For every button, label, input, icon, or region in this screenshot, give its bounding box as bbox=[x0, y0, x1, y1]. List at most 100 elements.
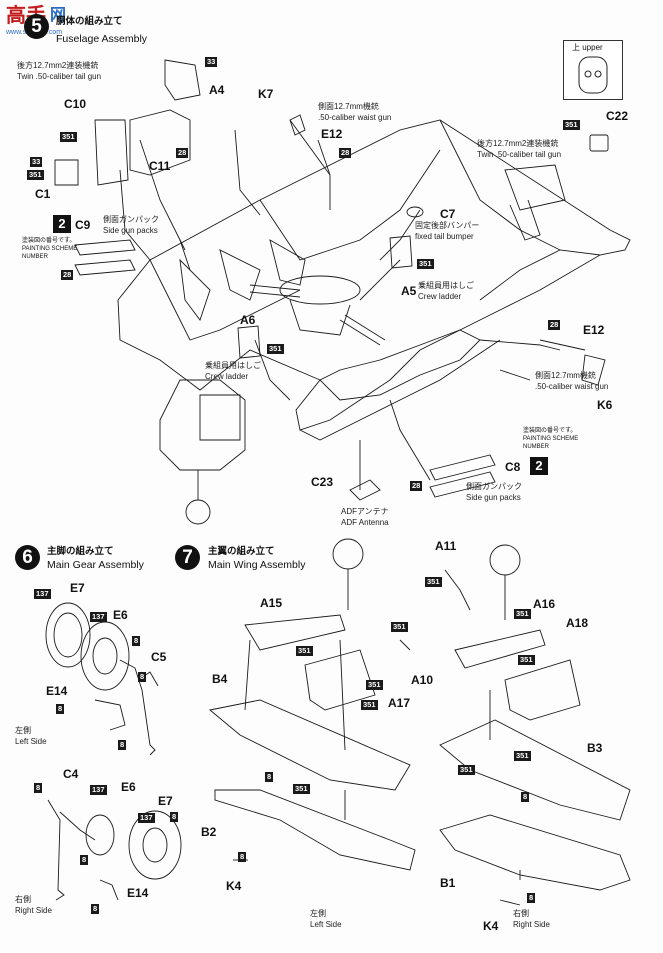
right-side-en-6: Right Side bbox=[15, 906, 52, 915]
code-137-c: 137 bbox=[90, 785, 107, 795]
scheme-note-right-en2: NUMBER bbox=[523, 444, 550, 450]
step-5-title-en: Fuselage Assembly bbox=[56, 33, 148, 45]
tail-bumper-label-jp: 固定後部バンパー bbox=[415, 221, 480, 230]
step-7-number-badge: 7 bbox=[175, 545, 200, 570]
code-8-l: 8 bbox=[527, 893, 536, 903]
part-a15: A15 bbox=[260, 596, 283, 610]
code-351-a: 351 bbox=[60, 132, 77, 142]
painting-scheme-badge-right: 2 bbox=[530, 457, 548, 475]
code-33-b: 33 bbox=[30, 157, 43, 167]
part-b3: B3 bbox=[587, 741, 603, 755]
waist-gun-right-jp: 側面12.7mm機銃 bbox=[535, 371, 596, 380]
code-351-l: 351 bbox=[361, 700, 378, 710]
code-351-d: 351 bbox=[417, 259, 434, 269]
code-8-b: 8 bbox=[138, 672, 147, 682]
watermark-brand: 网 bbox=[50, 7, 67, 24]
code-8-e: 8 bbox=[34, 783, 43, 793]
part-e6-right: E6 bbox=[121, 780, 136, 794]
painting-scheme-badge-left: 2 bbox=[53, 215, 71, 233]
code-351-i: 351 bbox=[296, 646, 313, 656]
code-351-c: 351 bbox=[563, 120, 580, 130]
part-c11: C11 bbox=[149, 159, 171, 173]
code-8-k: 8 bbox=[238, 852, 247, 862]
right-side-en-7: Right Side bbox=[513, 920, 550, 929]
part-b1: B1 bbox=[440, 876, 456, 890]
code-351-n: 351 bbox=[458, 765, 475, 775]
waist-gun-right-en: .50-caliber waist gun bbox=[535, 382, 609, 391]
scheme-note-left-en2: NUMBER bbox=[22, 254, 49, 260]
side-packs-right-en: Side gun packs bbox=[466, 493, 521, 502]
code-28-a: 28 bbox=[176, 148, 189, 158]
code-8-g: 8 bbox=[80, 855, 89, 865]
part-c5: C5 bbox=[151, 650, 167, 664]
part-c23: C23 bbox=[311, 475, 334, 489]
code-351-g: 351 bbox=[514, 609, 531, 619]
tail-gun-right-label-jp: 後方12.7mm2連装機銃 bbox=[477, 139, 559, 148]
left-side-jp-7: 左側 bbox=[310, 909, 326, 918]
tail-gun-label-en: Twin .50-caliber tail gun bbox=[17, 72, 102, 81]
upper-part-icon bbox=[578, 56, 608, 94]
part-e7-right: E7 bbox=[158, 794, 173, 808]
code-351-e: 351 bbox=[267, 344, 284, 354]
scheme-note-left-jp: 塗装図の番号です。 bbox=[22, 238, 76, 244]
step-5-title-jp: 胴体の組み立て bbox=[56, 16, 123, 27]
left-side-en-7: Left Side bbox=[310, 920, 342, 929]
code-137-a: 137 bbox=[34, 589, 51, 599]
side-packs-right-jp: 側面ガンパック bbox=[466, 482, 522, 491]
code-8-j: 8 bbox=[521, 792, 530, 802]
upper-label: 上 upper bbox=[572, 43, 603, 52]
crew-ladder-left-jp: 乗組員用はしご bbox=[205, 361, 261, 370]
tail-gun-right-label-en: Twin .50-caliber tail gun bbox=[477, 150, 562, 159]
part-b4: B4 bbox=[212, 672, 228, 686]
part-c10: C10 bbox=[64, 97, 87, 111]
part-e14-right: E14 bbox=[127, 886, 149, 900]
side-packs-left-jp: 側面ガンパック bbox=[103, 215, 159, 224]
step-7-title-jp: 主翼の組み立て bbox=[208, 546, 275, 557]
part-e7-left: E7 bbox=[70, 581, 85, 595]
code-28-c: 28 bbox=[61, 270, 74, 280]
part-c9: C9 bbox=[75, 218, 91, 232]
step-5-number-badge: 5 bbox=[24, 14, 49, 39]
code-137-d: 137 bbox=[138, 813, 155, 823]
crew-ladder-right-jp: 乗組員用はしご bbox=[418, 281, 474, 290]
part-a4: A4 bbox=[209, 83, 225, 97]
part-a17: A17 bbox=[388, 696, 411, 710]
code-351-h: 351 bbox=[391, 622, 408, 632]
waist-gun-label-jp: 側面12.7mm機銃 bbox=[318, 102, 379, 111]
adf-label-en: ADF Antenna bbox=[341, 518, 389, 527]
part-b2: B2 bbox=[201, 825, 217, 839]
crew-ladder-right-en: Crew ladder bbox=[418, 292, 462, 301]
upper-detail-box: 上 upper bbox=[563, 40, 623, 100]
part-k4-left: K4 bbox=[226, 879, 242, 893]
scheme-note-right-en1: PAINTING SCHEME bbox=[523, 436, 579, 442]
part-e6-left: E6 bbox=[113, 608, 128, 622]
part-c8: C8 bbox=[505, 460, 521, 474]
part-c22: C22 bbox=[606, 109, 629, 123]
scheme-note-right-jp: 塗装図の番号です。 bbox=[523, 428, 577, 434]
right-side-jp-6: 右側 bbox=[15, 895, 31, 904]
left-side-en-6: Left Side bbox=[15, 737, 47, 746]
code-8-h: 8 bbox=[91, 904, 100, 914]
step-6-number-badge: 6 bbox=[15, 545, 40, 570]
crew-ladder-left-en: Crew ladder bbox=[205, 372, 249, 381]
code-351-f: 351 bbox=[425, 577, 442, 587]
part-e12-right: E12 bbox=[583, 323, 605, 337]
code-8-f: 8 bbox=[170, 812, 179, 822]
part-k6: K6 bbox=[597, 398, 613, 412]
part-a16: A16 bbox=[533, 597, 556, 611]
part-k4-right: K4 bbox=[483, 919, 499, 933]
part-c1: C1 bbox=[35, 187, 51, 201]
waist-gun-label-en: .50-caliber waist gun bbox=[318, 113, 392, 122]
code-8-i: 8 bbox=[265, 772, 274, 782]
code-28-b: 28 bbox=[339, 148, 352, 158]
right-side-jp-7: 右側 bbox=[513, 909, 529, 918]
part-e14-left: E14 bbox=[46, 684, 68, 698]
step-6-title-jp: 主脚の組み立て bbox=[47, 546, 114, 557]
part-c7: C7 bbox=[440, 207, 456, 221]
tail-gun-label-jp: 後方12.7mm2連装機銃 bbox=[17, 61, 99, 70]
part-k7: K7 bbox=[258, 87, 274, 101]
code-28-e: 28 bbox=[410, 481, 423, 491]
code-351-o: 351 bbox=[293, 784, 310, 794]
part-a5: A5 bbox=[401, 284, 417, 298]
